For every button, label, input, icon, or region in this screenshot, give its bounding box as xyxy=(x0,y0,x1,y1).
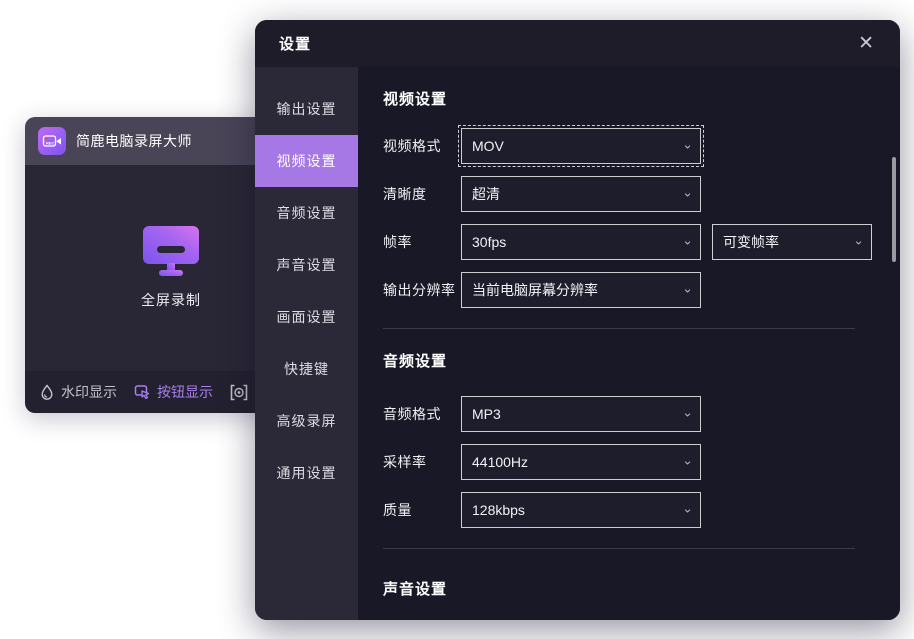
settings-dialog-header[interactable]: 设置 ✕ xyxy=(255,20,900,67)
chevron-down-icon: ⌄ xyxy=(682,184,693,200)
chevron-down-icon: ⌄ xyxy=(682,280,693,296)
sidebar-item-audio-settings[interactable]: 音频设置 xyxy=(276,205,337,221)
svg-text:REC: REC xyxy=(46,141,55,146)
chevron-down-icon: ⌄ xyxy=(853,232,864,248)
settings-dialog: 设置 ✕ 输出设置 视频设置 音频设置 声音设置 画面设置 快捷键 高级录屏 通… xyxy=(255,20,900,620)
quality-select[interactable]: 128kbps ⌄ xyxy=(461,492,701,528)
watermark-toggle[interactable]: 水印显示 xyxy=(39,382,117,402)
sidebar-item-hotkeys[interactable]: 快捷键 xyxy=(284,361,329,377)
sidebar-item-general-settings[interactable]: 通用设置 xyxy=(276,465,337,481)
sidebar-item-advanced-recording[interactable]: 高级录屏 xyxy=(276,413,337,429)
framerate-row: 帧率 30fps ⌄ 可变帧率 ⌄ xyxy=(383,224,900,260)
section-divider xyxy=(383,548,855,549)
region-target-icon xyxy=(230,384,248,400)
settings-dialog-body: 输出设置 视频设置 音频设置 声音设置 画面设置 快捷键 高级录屏 通用设置 视… xyxy=(255,67,900,620)
app-logo-icon: REC xyxy=(38,127,66,155)
button-display-toggle[interactable]: 按钮显示 xyxy=(134,382,213,402)
sidebar-item-sound-settings[interactable]: 声音设置 xyxy=(276,257,337,273)
sound-section-title: 声音设置 xyxy=(383,581,448,598)
region-display-toggle[interactable] xyxy=(230,384,248,401)
sidebar-item-picture-settings[interactable]: 画面设置 xyxy=(276,309,337,325)
audio-format-row: 音频格式 MP3 ⌄ xyxy=(383,396,900,432)
quality-label: 质量 xyxy=(383,502,412,518)
output-resolution-label: 输出分辨率 xyxy=(383,282,456,298)
audio-format-select[interactable]: MP3 ⌄ xyxy=(461,396,701,432)
section-divider xyxy=(383,328,855,329)
audio-section-title: 音频设置 xyxy=(383,353,448,370)
watermark-label: 水印显示 xyxy=(61,384,117,400)
recorder-window-title: 简鹿电脑录屏大师 xyxy=(76,133,192,149)
framerate-label: 帧率 xyxy=(383,234,412,250)
cursor-button-icon xyxy=(134,385,150,400)
chevron-down-icon: ⌄ xyxy=(682,136,693,152)
chevron-down-icon: ⌄ xyxy=(682,232,693,248)
output-resolution-select[interactable]: 当前电脑屏幕分辨率 ⌄ xyxy=(461,272,701,308)
rec-camera-icon: REC xyxy=(42,135,61,147)
close-icon[interactable]: ✕ xyxy=(858,33,874,54)
framerate-select[interactable]: 30fps ⌄ xyxy=(461,224,701,260)
record-mode-label[interactable]: 全屏录制 xyxy=(141,292,201,308)
clarity-row: 清晰度 超清 ⌄ xyxy=(383,176,900,212)
water-drop-icon xyxy=(41,384,53,400)
output-resolution-row: 输出分辨率 当前电脑屏幕分辨率 ⌄ xyxy=(383,272,900,308)
sample-rate-label: 采样率 xyxy=(383,454,427,470)
chevron-down-icon: ⌄ xyxy=(682,404,693,420)
sample-rate-row: 采样率 44100Hz ⌄ xyxy=(383,444,900,480)
scrollbar-thumb[interactable] xyxy=(892,157,896,262)
chevron-down-icon: ⌄ xyxy=(682,500,693,516)
video-format-row: 视频格式 MOV ⌄ xyxy=(383,125,900,167)
settings-dialog-title: 设置 xyxy=(279,36,312,53)
fullscreen-monitor-icon xyxy=(143,226,199,276)
sidebar-item-video-settings[interactable]: 视频设置 xyxy=(255,135,358,187)
settings-sidebar: 输出设置 视频设置 音频设置 声音设置 画面设置 快捷键 高级录屏 通用设置 xyxy=(255,67,358,620)
clarity-label: 清晰度 xyxy=(383,186,427,202)
video-section-title: 视频设置 xyxy=(383,91,448,108)
video-format-label: 视频格式 xyxy=(383,138,441,154)
sidebar-item-output-settings[interactable]: 输出设置 xyxy=(276,101,337,117)
button-display-label: 按钮显示 xyxy=(157,384,213,400)
audio-format-label: 音频格式 xyxy=(383,406,441,422)
video-format-select[interactable]: MOV ⌄ xyxy=(458,125,704,167)
settings-content: 视频设置 视频格式 MOV ⌄ 清晰度 超清 ⌄ 帧率 xyxy=(358,67,900,620)
framerate-mode-select[interactable]: 可变帧率 ⌄ xyxy=(712,224,872,260)
sample-rate-select[interactable]: 44100Hz ⌄ xyxy=(461,444,701,480)
chevron-down-icon: ⌄ xyxy=(682,452,693,468)
quality-row: 质量 128kbps ⌄ xyxy=(383,492,900,528)
clarity-select[interactable]: 超清 ⌄ xyxy=(461,176,701,212)
